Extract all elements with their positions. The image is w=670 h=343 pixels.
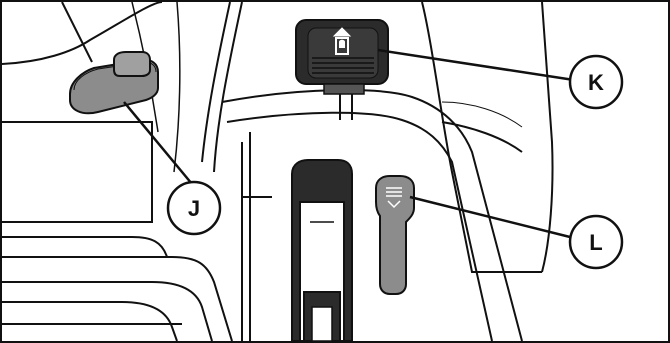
callout-k: K	[570, 56, 622, 108]
leader-line-j	[124, 102, 192, 184]
part-j-button	[70, 52, 158, 113]
callout-l-label: L	[589, 230, 602, 255]
part-k-switch	[296, 20, 388, 94]
callout-l: L	[570, 216, 622, 268]
center-lever	[292, 160, 352, 341]
leader-line-l	[410, 197, 574, 238]
leader-line-k	[378, 50, 574, 80]
callout-k-label: K	[588, 70, 604, 95]
callout-j: J	[168, 182, 220, 234]
callout-j-label: J	[188, 196, 200, 221]
part-l-lever	[376, 176, 414, 294]
console-outlines	[2, 2, 553, 341]
